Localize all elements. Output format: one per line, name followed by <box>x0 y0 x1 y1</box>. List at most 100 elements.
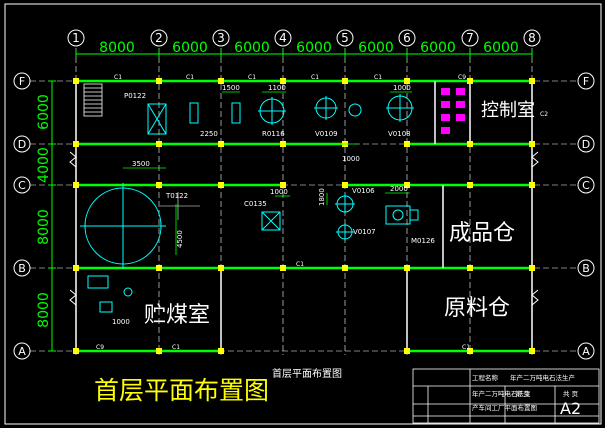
equipment-v0106 <box>335 194 355 214</box>
room-coal: 贮煤室 <box>144 303 210 328</box>
column <box>73 141 79 147</box>
dim-v-3: 8000 <box>36 209 52 245</box>
column <box>342 78 348 84</box>
column <box>156 265 162 271</box>
axis-B-left: B <box>18 262 26 275</box>
label-t0122: T0122 <box>165 192 188 200</box>
label-v0107: V0107 <box>353 228 376 236</box>
dim-1800: 1800 <box>318 188 326 206</box>
equipment-v0107 <box>336 223 354 241</box>
column <box>73 265 79 271</box>
axis-3-label: 3 <box>217 31 225 45</box>
dim-1000a: 1000 <box>393 84 411 92</box>
column <box>404 182 410 188</box>
column <box>73 348 79 354</box>
tag-c1c: C1 <box>248 74 256 81</box>
dim-1500: 1500 <box>222 84 240 92</box>
tb-total: 共 页 <box>563 389 579 398</box>
dim-1100: 1100 <box>268 84 286 92</box>
column <box>342 265 348 271</box>
tb-size: A2 <box>560 399 581 418</box>
axis-F-left: F <box>19 75 25 88</box>
tb-project-label: 工程名称 <box>472 373 499 382</box>
tag-c1d: C1 <box>311 74 319 81</box>
dim-h-2: 6000 <box>172 40 208 56</box>
axis-D-right: D <box>582 138 590 151</box>
column <box>73 182 79 188</box>
room-raw: 原料仓 <box>444 296 510 321</box>
top-dimension-texts: 8000 6000 6000 6000 6000 6000 6000 <box>99 40 519 56</box>
column <box>529 348 535 354</box>
dim-4500: 4500 <box>176 230 184 248</box>
drawing-frame <box>4 3 602 425</box>
dim-h-4: 6000 <box>296 40 332 56</box>
column <box>404 78 410 84</box>
label-v0109: V0109 <box>315 130 338 138</box>
equipment-v0108 <box>386 94 414 122</box>
column <box>218 141 224 147</box>
column <box>529 78 535 84</box>
label-v0106: V0106 <box>352 187 375 195</box>
tb-drawing-name-1: 年产二万吨电石法生 <box>472 389 531 398</box>
axis-8-label: 8 <box>528 31 536 45</box>
equipment-t0122 <box>80 183 166 269</box>
tag-c1h: C1 <box>462 344 470 351</box>
dim-1000c: 1000 <box>270 188 288 196</box>
column <box>156 348 162 354</box>
column <box>156 182 162 188</box>
dim-h-6: 6000 <box>420 40 456 56</box>
axis-A-left: A <box>18 345 26 358</box>
building-walls <box>76 79 532 353</box>
tag-c1b: C1 <box>186 74 194 81</box>
column <box>342 182 348 188</box>
tb-sheet: 第 页 <box>515 389 531 398</box>
column <box>467 182 473 188</box>
column <box>218 348 224 354</box>
label-r0116: R0116 <box>262 130 285 138</box>
column <box>467 78 473 84</box>
column <box>404 265 410 271</box>
equipment-small-vessels <box>189 102 241 124</box>
dim-v-1: 6000 <box>36 94 52 130</box>
column <box>529 182 535 188</box>
axis-F-right: F <box>583 75 589 88</box>
side-axis-labels: F D C B A F D C B A <box>18 75 590 358</box>
room-control: 控制室 <box>481 100 535 121</box>
wall-tags: C1 C1 C1 C1 C1 C9 C2 C1 C1 C9 C1 <box>96 74 548 351</box>
column <box>156 78 162 84</box>
tb-drawing-name-2: 产车间工厂平面布置图 <box>472 403 537 412</box>
top-axis-labels: 1 2 3 4 5 6 7 8 <box>72 31 536 45</box>
main-title: 首层平面布置图 <box>94 376 269 405</box>
column <box>218 78 224 84</box>
dim-v-2: 4000 <box>36 147 52 183</box>
column <box>467 265 473 271</box>
dim-2250: 2250 <box>200 130 218 138</box>
equipment-coal-room <box>87 275 133 313</box>
axis-6-label: 6 <box>403 31 411 45</box>
equipment-p0122 <box>147 103 167 135</box>
column <box>218 265 224 271</box>
columns <box>73 78 535 354</box>
top-dimension-line <box>75 50 533 58</box>
column <box>280 182 286 188</box>
title-block-texts: 工程名称 年产二万吨电石法生产 年产二万吨电石法生 产车间工厂平面布置图 第 页… <box>472 373 579 412</box>
label-c0135: C0135 <box>244 200 267 208</box>
dim-1000b: 1000 <box>342 155 360 163</box>
left-dimension-line <box>48 80 56 352</box>
dim-h-5: 6000 <box>358 40 394 56</box>
equipment-v0109 <box>314 96 362 120</box>
tag-c1e: C1 <box>374 74 382 81</box>
tag-c1g: C1 <box>172 344 180 351</box>
column <box>156 141 162 147</box>
small-title: 首层平面布置图 <box>272 367 342 380</box>
axis-2-label: 2 <box>155 31 163 45</box>
axis-B-right: B <box>582 262 590 275</box>
title-block <box>412 368 600 424</box>
control-panels <box>441 88 465 134</box>
dim-2000: 2000 <box>390 185 408 193</box>
small-dimension-marks <box>123 91 412 255</box>
dim-1000d: 1000 <box>112 318 130 326</box>
side-axis-bubbles <box>13 72 595 360</box>
tag-c9: C9 <box>458 74 466 81</box>
